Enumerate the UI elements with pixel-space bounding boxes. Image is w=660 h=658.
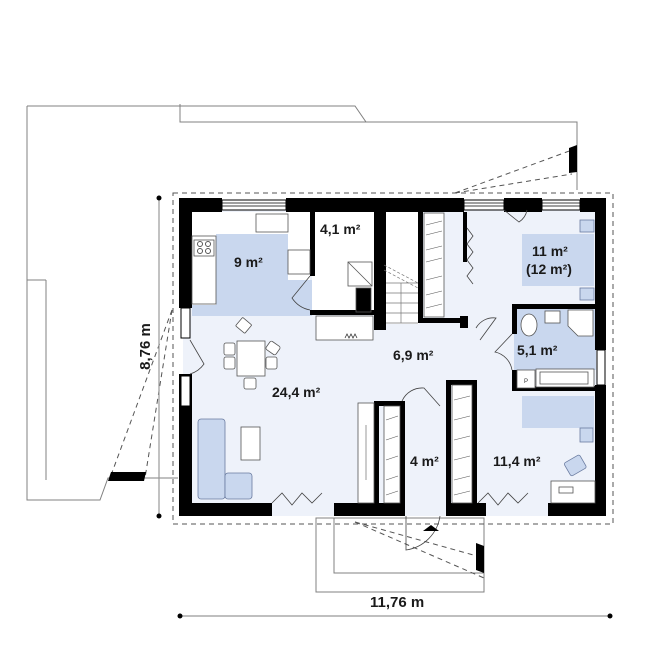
dining-set <box>223 317 281 390</box>
interior-walls <box>310 212 596 516</box>
armchair <box>564 454 587 477</box>
dimension-width: 11,76 m <box>370 594 425 611</box>
room-area-bedroom-1-alt: (12 m²) <box>526 261 572 277</box>
roof-outline <box>172 192 614 525</box>
bed-1 <box>579 219 595 301</box>
room-area-bathroom: 5,1 m² <box>517 342 558 358</box>
wardrobes <box>357 212 473 504</box>
kitchen-highlight <box>192 234 312 316</box>
dimension-depth: 8,76 m <box>136 323 154 370</box>
appliance-diagonal <box>347 261 373 287</box>
wardrobe-hatch <box>365 220 471 496</box>
boiler-label: P <box>524 379 528 385</box>
kitchen-fixtures <box>191 213 373 313</box>
room-area-kitchen: 9 m² <box>234 254 263 270</box>
room-area-utility: 4,1 m² <box>320 221 361 237</box>
radiator <box>315 315 374 341</box>
stair-floor <box>386 212 419 324</box>
radiator-symbol <box>344 333 358 339</box>
room-area-living: 24,4 m² <box>272 384 321 400</box>
nightstand <box>579 427 594 443</box>
room-area-closet: 4 m² <box>410 453 439 469</box>
terrace-post <box>108 472 146 481</box>
bedroom2-furniture <box>550 480 596 504</box>
window-lines <box>222 202 580 207</box>
terrace-post <box>569 145 577 173</box>
room-area-bedroom-2: 11,4 m² <box>493 453 541 469</box>
staircase <box>383 264 419 324</box>
terrace-post <box>476 543 484 573</box>
bedroom1-highlight <box>522 234 594 286</box>
exterior-walls <box>179 198 606 516</box>
coffee-table <box>240 426 261 461</box>
bathroom-fixtures <box>516 309 595 389</box>
doors <box>189 209 529 551</box>
room-area-bedroom-1: 11 m² <box>532 243 568 259</box>
bedroom2-highlight <box>522 396 594 428</box>
dimension-endpoints <box>156 195 613 619</box>
windows <box>180 199 606 407</box>
dimension-lines <box>158 198 610 617</box>
sofa <box>197 418 253 500</box>
entrance-arrow <box>423 525 439 531</box>
room-area-hall: 6,9 m² <box>393 347 434 363</box>
